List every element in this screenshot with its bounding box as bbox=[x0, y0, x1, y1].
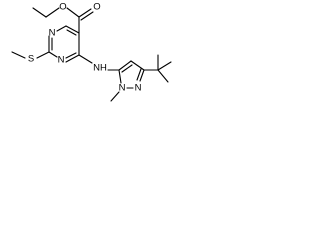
bond-n3-c4-double bbox=[65, 52, 77, 59]
pyrimidine-n1-label: N bbox=[49, 28, 56, 39]
molecule-drawing: O O N N S NH N N bbox=[11, 2, 172, 102]
amine-linker bbox=[78, 54, 120, 71]
bond-c2-s bbox=[36, 51, 50, 59]
ester-ether-oxygen-label: O bbox=[59, 2, 66, 13]
pyrimidine-n3-label: N bbox=[58, 55, 65, 66]
bond-ethyl-ch3-ch2 bbox=[32, 7, 47, 18]
thioether-sulfur-label: S bbox=[28, 54, 34, 65]
pyrazole-n1-label: N bbox=[119, 83, 126, 94]
bond-c5-c4-pz-double bbox=[121, 64, 133, 73]
bond-ethyl-ch2-o bbox=[45, 7, 60, 18]
ester-carbonyl-oxygen-label: O bbox=[93, 2, 100, 13]
bond-n1-c5-pz bbox=[118, 69, 122, 84]
bond-carbonyl-o-double-1 bbox=[78, 8, 92, 18]
pyrimidine-ring bbox=[48, 25, 80, 63]
tert-butyl-group bbox=[143, 54, 172, 83]
chemical-structure-figure: O O N N S NH N N bbox=[0, 0, 182, 111]
bond-c2-n3 bbox=[48, 51, 58, 58]
bond-c5-c4-pz bbox=[118, 60, 132, 71]
amine-nh-label: NH bbox=[93, 63, 107, 74]
bond-c3-n2-pz-double bbox=[136, 68, 142, 81]
bond-c5-c6-double bbox=[66, 29, 77, 36]
bond-c3-n2-pz bbox=[139, 69, 145, 82]
pyrazole-n2-label: N bbox=[135, 83, 142, 94]
bond-carbonyl-o-double-2 bbox=[80, 11, 94, 21]
bond-n1-methyl bbox=[110, 91, 120, 102]
bond-c6-n1 bbox=[56, 25, 67, 32]
bond-n3-c4 bbox=[65, 54, 80, 63]
bond-c5-c6 bbox=[65, 25, 80, 34]
pyrazole-ring bbox=[110, 60, 145, 102]
ethyl-ester-group bbox=[32, 7, 94, 34]
bond-tbu-me-2 bbox=[157, 61, 172, 71]
bond-s-ch3 bbox=[11, 51, 26, 59]
bond-c4-c3-pz bbox=[130, 60, 145, 71]
methylthio-group bbox=[11, 51, 50, 59]
bond-c4-nh bbox=[78, 54, 93, 64]
bond-ester-o-carbonyl bbox=[66, 7, 80, 18]
bond-tbu-me-3 bbox=[157, 69, 169, 83]
